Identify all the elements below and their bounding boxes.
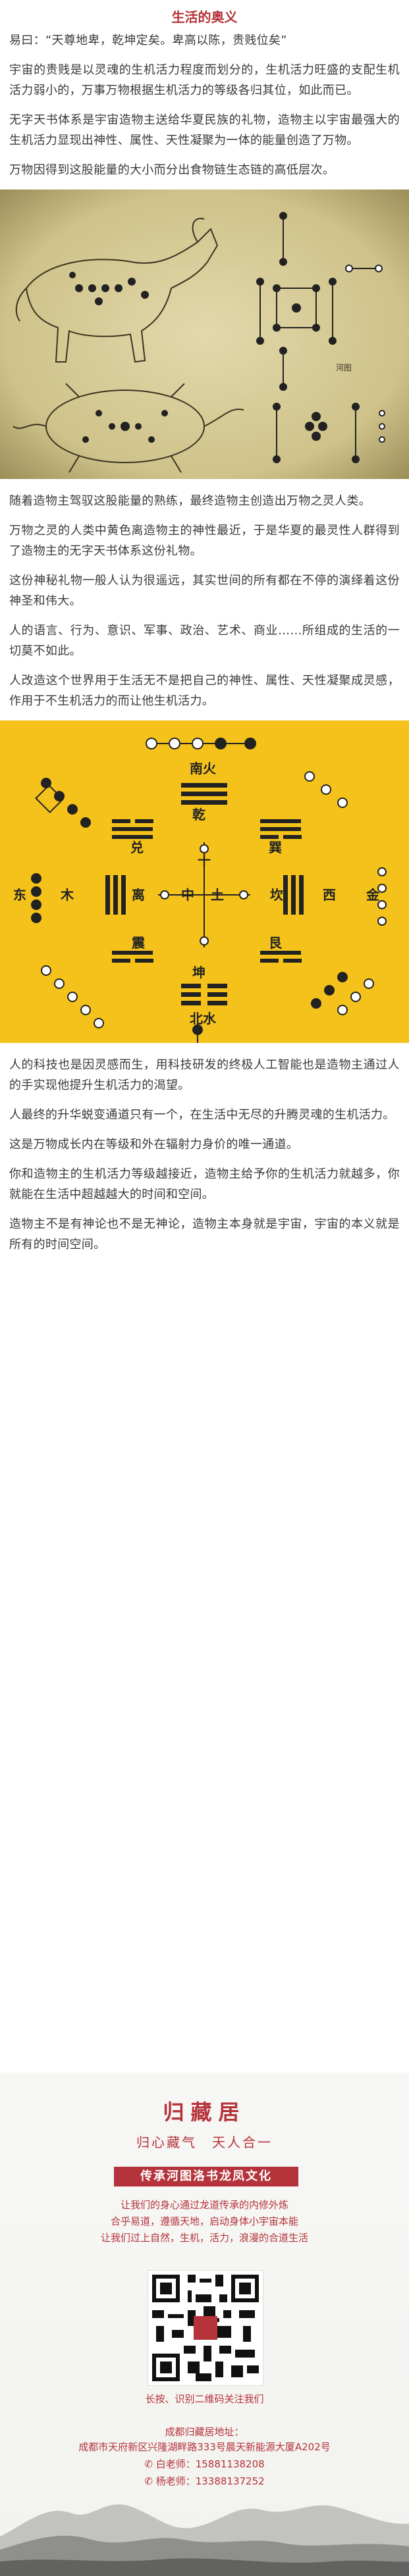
dragon-horse-illustration	[15, 218, 219, 363]
paragraph: 人的语言、行为、意识、军事、政治、艺术、商业……所组成的生活的一切莫不如此。	[9, 624, 400, 658]
label-wood: 木	[60, 887, 74, 903]
trigram-bars	[105, 783, 304, 1005]
paragraph: 造物主不是有神论也不是无神论，造物主本身就是宇宙，宇宙的本义就是所有的时间空间。	[9, 1217, 400, 1251]
label-earth: 土	[211, 887, 224, 903]
dot-chains	[31, 738, 387, 1043]
phone-icon: ✆	[144, 2475, 153, 2487]
luoshu-dot-diagram	[273, 403, 385, 463]
contact-teacher-2: ✆ 杨老师：13388137252	[0, 2474, 409, 2488]
closing-section: 人的科技也是因灵感而生，用科技研发的终极人工智能也是造物主通过人的手实现他提升生…	[0, 1055, 409, 1255]
paragraph: 无字天书体系是宇宙造物主送给华夏民族的礼物，造物主以宇宙最强大的生机活力显现出神…	[9, 113, 400, 147]
label-gen: 艮	[269, 935, 283, 951]
footer-card: 归藏居 归心藏气 天人合一 传承河图洛书龙凤文化 让我们的身心通过龙道传承的内修…	[0, 2073, 409, 2576]
tagline-3: 让我们过上自然，生机，活力，浪漫的合道生活	[100, 2232, 308, 2244]
teacher-2-text: 杨老师：13388137252	[155, 2475, 265, 2487]
label-dui: 兑	[130, 840, 144, 855]
label-li: 离	[132, 887, 145, 903]
intro-section: 易曰：“天尊地卑，乾坤定矣。卑高以陈，贵贱位矣” 宇宙的贵贱是以灵魂的生机活力程…	[0, 30, 409, 180]
paragraph: 这份神秘礼物一般人认为很遥远，其实世间的所有都在不停的演绎着这份神圣和伟大。	[9, 574, 400, 608]
mountain-landscape-image	[0, 2504, 409, 2576]
teacher-1-text: 白老师：15881138208	[155, 2458, 265, 2470]
turtle-illustration	[13, 383, 244, 473]
brand-name: 归藏居	[163, 2100, 246, 2125]
hetu-label: 河图	[336, 363, 352, 372]
label-center: 中	[181, 887, 194, 903]
center-cross	[158, 842, 250, 947]
label-west: 西	[323, 887, 336, 903]
label-zhen: 震	[132, 935, 146, 951]
label-qian: 乾	[192, 807, 205, 822]
qr-code[interactable]	[148, 2270, 263, 2386]
label-south: 南火	[190, 761, 217, 776]
paragraph: 你和造物主的生机活力等级越接近，造物主给予你的生机活力就越多，你就能在生活中超越…	[9, 1167, 400, 1201]
horse-dot-pattern	[69, 272, 149, 305]
tagline-2: 合乎易道，遵循天地，启动身体小宇宙本能	[110, 2215, 298, 2227]
turtle-dot-pattern	[82, 410, 168, 443]
paragraph: 人的科技也是因灵感而生，用科技研发的终极人工智能也是造物主通过人的手实现他提升生…	[9, 1058, 400, 1092]
paragraph: 易曰：“天尊地卑，乾坤定矣。卑高以陈，贵贱位矣”	[9, 34, 287, 47]
article-title: 生活的奥义	[171, 9, 238, 25]
label-east: 东	[13, 887, 26, 903]
address-text: 成都市天府新区兴隆湖畔路333号晨天新能源大厦A202号	[78, 2441, 331, 2453]
paragraph: 这是万物成长内在等级和外在辐射力身价的唯一通道。	[9, 1138, 299, 1151]
label-xun: 巽	[269, 840, 282, 855]
label-metal: 金	[366, 887, 380, 903]
phone-icon: ✆	[144, 2458, 153, 2470]
tagline-1: 让我们的身心通过龙道传承的内修外炼	[120, 2199, 288, 2211]
label-north: 北水	[190, 1011, 217, 1026]
label-kan: 坎	[270, 887, 284, 903]
paragraph: 人最终的升华蜕变通道只有一个，在生活中无尽的升腾灵魂的生机活力。	[9, 1108, 395, 1122]
paragraph: 随着造物主驾驭这股能量的熟练，最终造物主创造出万物之灵人类。	[9, 494, 371, 508]
brand-banner: 传承河图洛书龙凤文化	[114, 2167, 298, 2186]
qr-code-icon	[148, 2271, 263, 2385]
hetu-luoshu-parchment-image: 河图	[0, 189, 409, 479]
bagua-diagram-image: 南火 乾 兑 巽 离 坎 东 木 西 金 十 中 土 震 艮 坤 北水	[0, 720, 409, 1043]
brand-motto: 归心藏气 天人合一	[136, 2134, 273, 2150]
paragraph: 宇宙的贵贱是以灵魂的生机活力程度而划分的，生机活力旺盛的支配生机活力弱小的，万事…	[9, 63, 400, 97]
middle-section: 随着造物主驾驭这股能量的熟练，最终造物主创造出万物之灵人类。 万物之灵的人类中黄…	[0, 491, 409, 711]
address-title: 成都归藏居地址：	[165, 2426, 244, 2438]
paragraph: 万物之灵的人类中黄色离造物主的神性最近，于是华夏的最灵性人群得到了造物主的无字天…	[9, 524, 400, 558]
paragraph: 万物因得到这股能量的大小而分出食物链生态链的高低层次。	[9, 163, 335, 177]
contact-teacher-1: ✆ 白老师：15881138208	[0, 2457, 409, 2471]
label-center-top: 十	[198, 853, 211, 869]
qr-caption: 长按、识别二维码关注我们	[145, 2393, 264, 2405]
hetu-dot-diagram	[256, 212, 383, 391]
paragraph: 人改造这个世界用于生活无不是把自己的神性、属性、天性凝聚成灵感，作用于不生机活力…	[9, 674, 400, 708]
label-kun: 坤	[192, 965, 205, 980]
